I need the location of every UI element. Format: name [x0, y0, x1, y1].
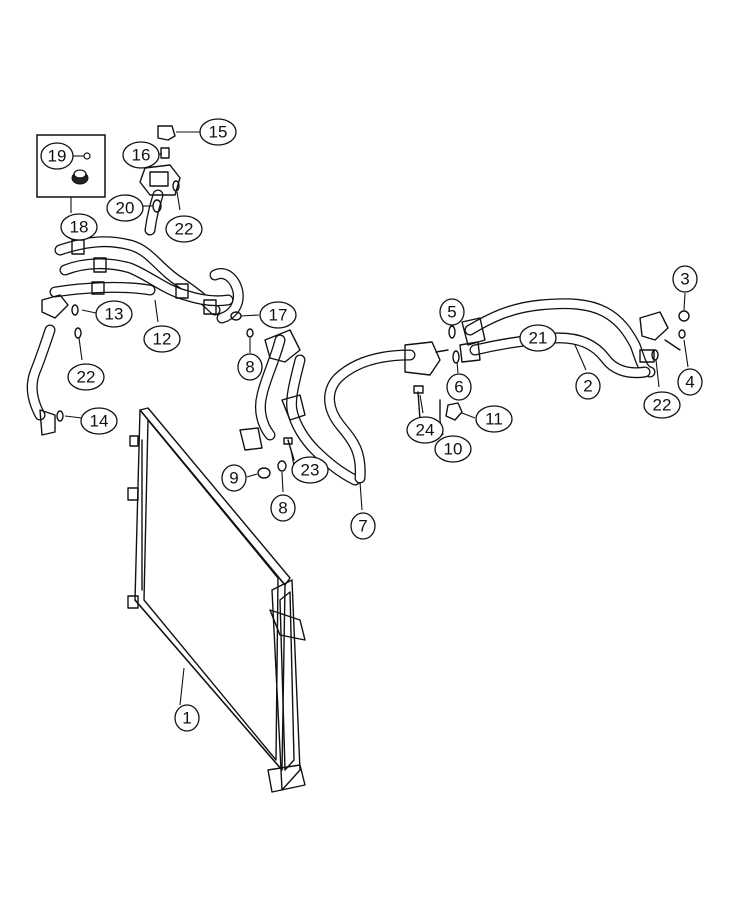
callout-22-top: 22 — [165, 215, 203, 243]
callout-2: 2 — [575, 372, 601, 400]
fasteners — [413, 385, 463, 421]
o-rings — [56, 304, 690, 479]
callout-23: 23 — [291, 456, 329, 484]
callout-5: 5 — [439, 298, 465, 326]
svg-text:8: 8 — [278, 499, 287, 518]
svg-text:17: 17 — [269, 306, 288, 325]
callout-6: 6 — [446, 373, 472, 401]
callout-9: 9 — [221, 464, 247, 492]
svg-text:14: 14 — [90, 412, 109, 431]
svg-text:3: 3 — [680, 270, 689, 289]
callout-1: 1 — [174, 704, 200, 732]
callout-10: 10 — [434, 435, 472, 463]
pressure-switch-detail — [36, 134, 106, 213]
svg-text:1: 1 — [182, 709, 191, 728]
ac-line-2 — [459, 298, 681, 379]
callout-16: 16 — [122, 141, 160, 169]
svg-text:22: 22 — [653, 396, 672, 415]
callout-22-right: 22 — [643, 391, 681, 419]
svg-text:5: 5 — [447, 303, 456, 322]
service-valve-group — [74, 125, 181, 339]
callout-12: 12 — [143, 325, 181, 353]
svg-text:2: 2 — [583, 377, 592, 396]
ac-line-12 — [26, 189, 244, 436]
svg-text:11: 11 — [485, 410, 503, 429]
callout-14: 14 — [80, 407, 118, 435]
callout-22-left: 22 — [67, 363, 105, 391]
svg-text:10: 10 — [444, 440, 463, 459]
svg-text:22: 22 — [175, 220, 194, 239]
svg-text:12: 12 — [153, 330, 172, 349]
svg-text:16: 16 — [132, 146, 151, 165]
svg-text:8: 8 — [245, 358, 254, 377]
svg-text:18: 18 — [70, 218, 89, 237]
callout-19: 19 — [40, 142, 74, 170]
svg-text:7: 7 — [358, 517, 367, 536]
condenser — [127, 407, 306, 793]
svg-text:15: 15 — [209, 123, 228, 142]
svg-text:24: 24 — [416, 421, 435, 440]
callout-24: 24 — [406, 416, 444, 444]
svg-text:21: 21 — [529, 329, 548, 348]
callout-18: 18 — [60, 213, 98, 241]
callout-3: 3 — [672, 265, 698, 293]
leader-lines — [64, 131, 689, 706]
svg-text:4: 4 — [685, 373, 694, 392]
callout-17: 17 — [259, 301, 297, 329]
svg-text:13: 13 — [105, 305, 124, 324]
svg-text:22: 22 — [77, 368, 96, 387]
callout-8-lower: 8 — [270, 494, 296, 522]
svg-text:23: 23 — [301, 461, 320, 480]
callout-15: 15 — [199, 118, 237, 146]
callout-20: 20 — [106, 194, 144, 222]
callout-8-upper: 8 — [237, 353, 263, 381]
svg-text:20: 20 — [116, 199, 135, 218]
callout-4: 4 — [677, 368, 703, 396]
svg-text:9: 9 — [229, 469, 238, 488]
ac-line-7 — [239, 329, 449, 486]
callout-13: 13 — [95, 300, 133, 328]
callout-7: 7 — [350, 512, 376, 540]
svg-text:19: 19 — [48, 147, 67, 166]
svg-text:6: 6 — [454, 378, 463, 397]
callout-21: 21 — [519, 324, 557, 352]
callout-11: 11 — [475, 405, 513, 433]
